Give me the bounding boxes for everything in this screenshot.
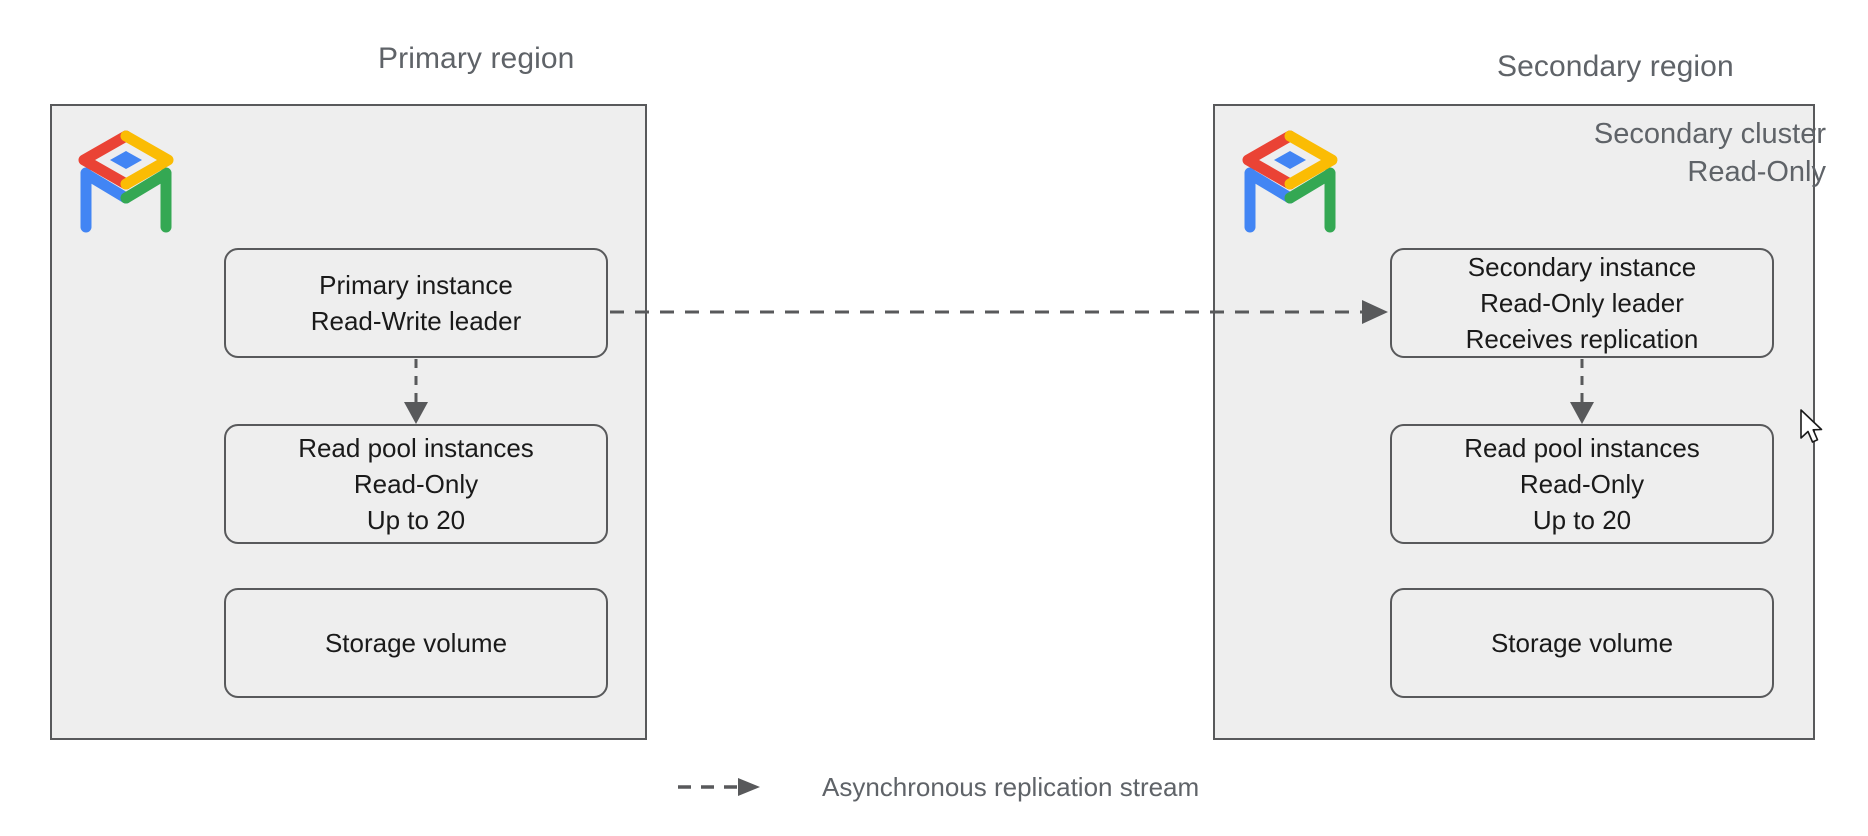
node-primary-storage[interactable]: Storage volume: [224, 588, 608, 698]
alloydb-logo-secondary: [1240, 128, 1340, 233]
node-secondary-instance[interactable]: Secondary instance Read-Only leader Rece…: [1390, 248, 1774, 358]
cluster-heading-secondary: Secondary cluster Read-Only: [1593, 118, 1826, 188]
mouse-pointer-icon: [1798, 408, 1824, 446]
region-title-primary: Primary region: [378, 42, 575, 75]
legend-dashed-arrow-icon: [678, 778, 760, 796]
legend: Asynchronous replication stream: [676, 770, 1199, 804]
node-secondary-readpool[interactable]: Read pool instances Read-Only Up to 20: [1390, 424, 1774, 544]
region-title-secondary: Secondary region: [1497, 50, 1734, 83]
node-secondary-storage[interactable]: Storage volume: [1390, 588, 1774, 698]
alloydb-logo-primary: [76, 128, 176, 233]
node-primary-readpool[interactable]: Read pool instances Read-Only Up to 20: [224, 424, 608, 544]
node-primary-instance[interactable]: Primary instance Read-Write leader: [224, 248, 608, 358]
legend-label: Asynchronous replication stream: [822, 771, 1200, 802]
